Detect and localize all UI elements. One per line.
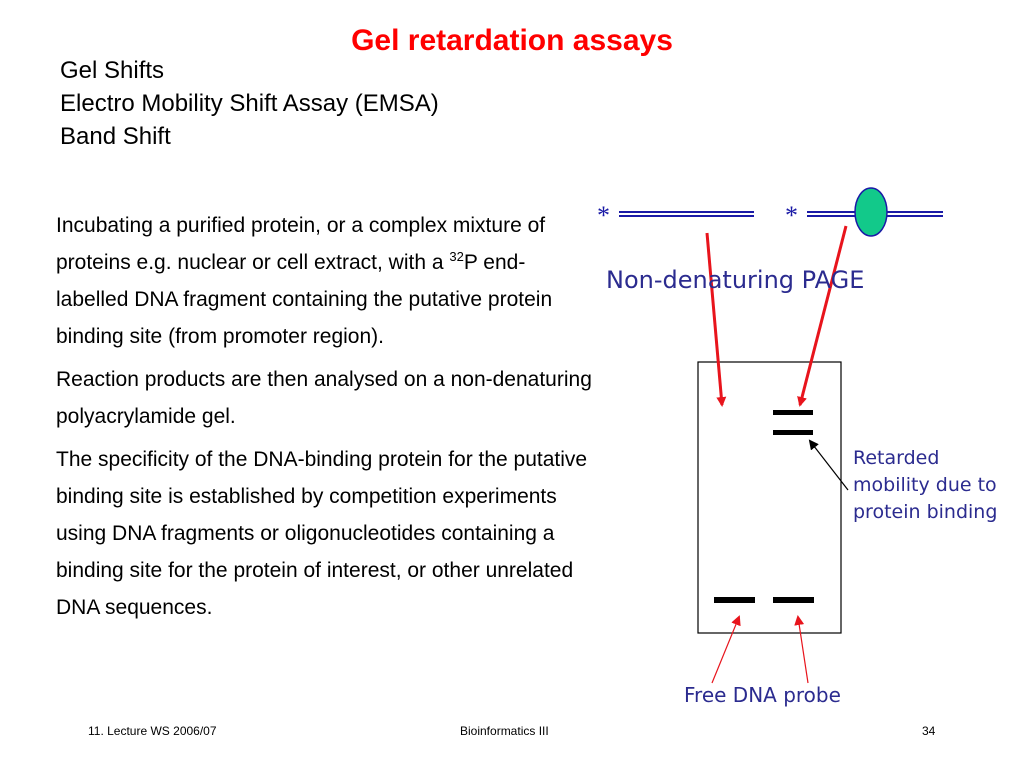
free-band-lane1 (714, 597, 755, 603)
gel-type-label: Non-denaturing PAGE (606, 266, 865, 294)
slide-title: Gel retardation assays (351, 24, 673, 57)
footer-course: Bioinformatics III (460, 724, 549, 738)
retarded-band-upper (773, 410, 813, 415)
subtitle-band-shift: Band Shift (60, 123, 171, 150)
footer-lecture: 11. Lecture WS 2006/07 (88, 724, 217, 738)
arrow-bound-to-lane2 (797, 225, 848, 407)
radiolabel-star-bound: * (785, 201, 798, 230)
protein-ellipse (854, 187, 888, 237)
arrow-free-to-lane1 (705, 232, 727, 407)
free-dna-probe (619, 211, 754, 217)
retarded-mobility-label: Retarded mobility due to protein binding (853, 447, 998, 523)
radiolabel-star-free: * (597, 201, 610, 230)
subtitle-gel-shifts: Gel Shifts (60, 57, 165, 84)
gel-box (697, 361, 842, 634)
subtitle-list: Gel Shifts Electro Mobility Shift Assay … (60, 54, 439, 153)
paragraph-incubation: Incubating a purified protein, or a comp… (56, 214, 553, 348)
body-text: Incubating a purified protein, or a comp… (56, 207, 596, 632)
free-dna-probe-label: Free DNA probe (684, 683, 841, 707)
arrow-retarded-pointer (808, 439, 849, 491)
footer-page-number: 34 (922, 724, 936, 738)
isotope-superscript: 32 (449, 249, 464, 264)
arrow-free-label-lane1 (711, 615, 741, 684)
retarded-band-lower (773, 430, 813, 435)
arrow-free-label-lane2 (794, 615, 809, 684)
paragraph-specificity: The specificity of the DNA-binding prote… (56, 448, 588, 619)
free-band-lane2 (773, 597, 814, 603)
paragraph-analysis: Reaction products are then analysed on a… (56, 368, 592, 428)
subtitle-emsa: Electro Mobility Shift Assay (EMSA) (60, 90, 439, 117)
